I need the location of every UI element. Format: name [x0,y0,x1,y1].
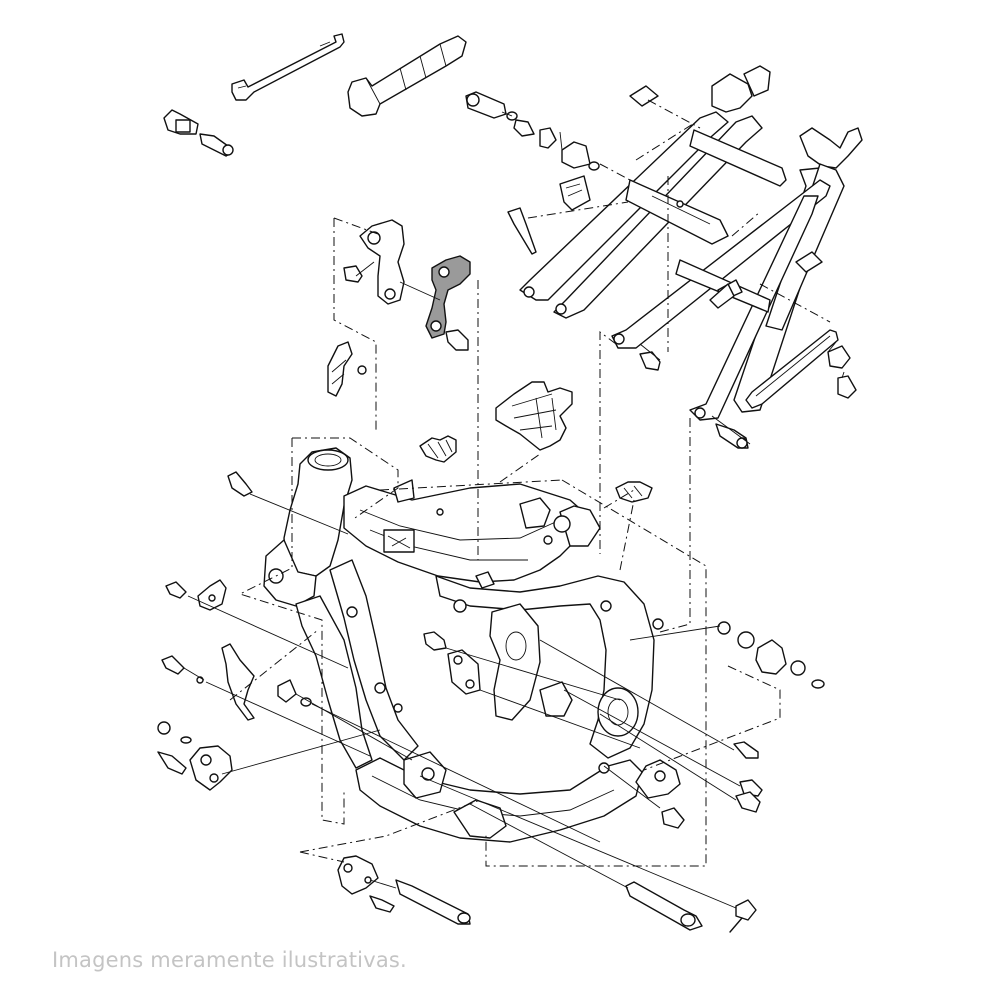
link-mount-bracket[interactable] [635,759,681,799]
hose-clip-screw[interactable] [357,365,367,375]
subframe-collar[interactable] [506,111,600,171]
engine-mount-bracket-upper[interactable] [359,219,405,305]
bracket-bolt-left[interactable] [165,581,187,599]
long-through-bolt[interactable] [625,881,703,931]
cable-guide[interactable] [507,207,537,255]
subframe-bracket-clip[interactable] [559,175,591,211]
brake-mount-bolts[interactable] [157,721,192,775]
guard-bolt-left[interactable] [161,655,204,684]
bottom-bracket-bolts[interactable] [369,879,471,925]
hose-clip-bracket[interactable] [327,341,353,397]
disclaimer-caption: Imagens meramente ilustrativas. [52,948,407,972]
hose-clamp-left[interactable] [419,435,457,463]
bush-collar-pair[interactable] [277,679,312,707]
engine-bottom-bracket[interactable] [337,855,379,895]
pivot-bolt-right-lower[interactable] [735,791,761,813]
engine-mount-small-bracket[interactable] [447,649,481,695]
link-mount-bolt[interactable] [661,807,685,829]
pivot-collar-set[interactable] [717,621,825,689]
side-bar-strap[interactable] [745,329,857,409]
engine-mount-bolt-upper[interactable] [343,265,363,283]
rear-brake-mount-plate[interactable] [189,745,233,791]
fender-guard-bracket[interactable] [221,643,255,721]
chain-slider-cover[interactable] [495,381,573,451]
small-nut-bolt[interactable] [199,133,234,157]
main-frame[interactable] [263,447,664,843]
rear-subframe[interactable] [519,65,863,421]
cable-clamp-right[interactable] [709,283,735,309]
spoke-wrench-tool[interactable] [231,33,345,101]
subframe-rear-bolt[interactable] [715,423,749,449]
assembly-outline-lines [229,99,831,867]
cable-tie-clip[interactable] [729,899,757,933]
pivot-bolt-right-upper[interactable] [733,741,759,759]
head-tube-bolt[interactable] [227,471,253,497]
socket-wrench-tool[interactable] [347,35,467,117]
leader-lines [183,111,845,909]
center-mount-bolt[interactable] [423,631,447,651]
subframe-lower-bolt[interactable] [639,351,661,371]
hose-clamp-right[interactable] [615,481,653,503]
subframe-upper-bolt[interactable] [465,91,507,119]
engine-mount-plate-highlighted[interactable] [425,255,471,339]
engine-mount-bolt-plate[interactable] [445,329,469,351]
shoulder-bolt[interactable] [163,109,199,135]
pivot-bolt-right-mid[interactable] [739,779,763,797]
bracket-clip-left[interactable] [197,579,227,611]
